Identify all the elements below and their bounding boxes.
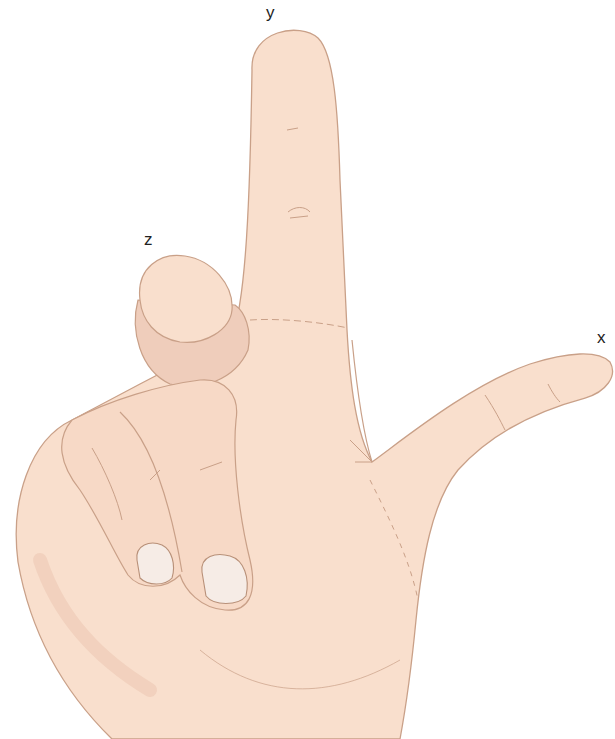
curled-fingers xyxy=(62,380,253,610)
hand-outline xyxy=(16,30,612,739)
axis-label: z xyxy=(144,231,153,249)
axis-label: x xyxy=(597,329,606,347)
axis-label: y xyxy=(266,4,275,22)
fingertip xyxy=(140,255,233,342)
fingernail xyxy=(137,543,174,584)
fingernail xyxy=(202,555,247,604)
